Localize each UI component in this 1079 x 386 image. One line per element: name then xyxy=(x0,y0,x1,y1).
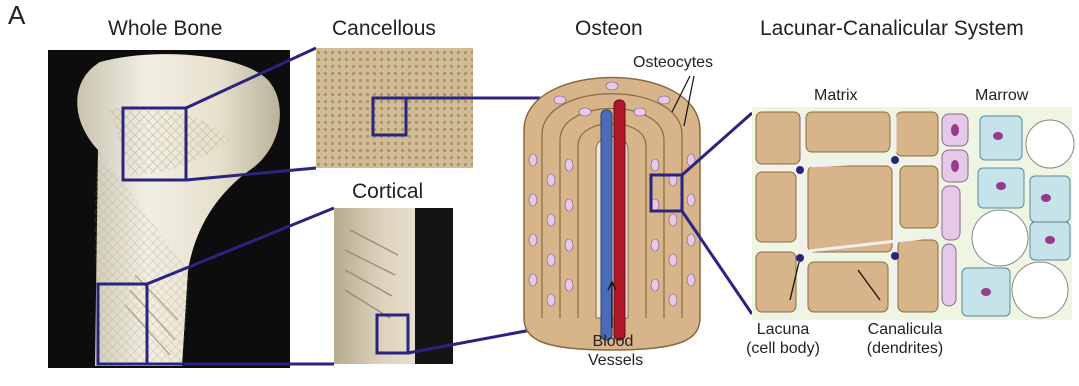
matrix-label: Matrix xyxy=(814,86,858,105)
cortical-title: Cortical xyxy=(352,180,423,204)
cancellous-title: Cancellous xyxy=(332,17,436,41)
lcs-title: Lacunar-Canalicular System xyxy=(760,17,1024,41)
whole-bone-photo xyxy=(48,50,290,368)
blood-vessels-label-line2: Vessels xyxy=(588,351,638,370)
lacunar-canalicular-drawing xyxy=(752,107,1074,320)
osteon-title: Osteon xyxy=(575,17,643,41)
canalicula-label-line2: (dendrites) xyxy=(855,339,955,358)
canalicula-label-line1: Canalicula xyxy=(855,320,955,339)
cortical-photo xyxy=(334,208,453,364)
canalicula-label: Canalicula (dendrites) xyxy=(855,320,955,358)
lacuna-label-line1: Lacuna xyxy=(738,320,828,339)
blood-vessels-label: Blood Vessels xyxy=(588,332,638,370)
osteocytes-label: Osteocytes xyxy=(633,53,713,72)
blood-vessels-label-line1: Blood xyxy=(588,332,638,351)
panel-letter: A xyxy=(8,0,25,31)
marrow-label: Marrow xyxy=(975,86,1028,105)
lacuna-label-line2: (cell body) xyxy=(738,339,828,358)
cancellous-photo xyxy=(316,48,473,168)
lacuna-label: Lacuna (cell body) xyxy=(738,320,828,358)
whole-bone-title: Whole Bone xyxy=(108,17,222,41)
